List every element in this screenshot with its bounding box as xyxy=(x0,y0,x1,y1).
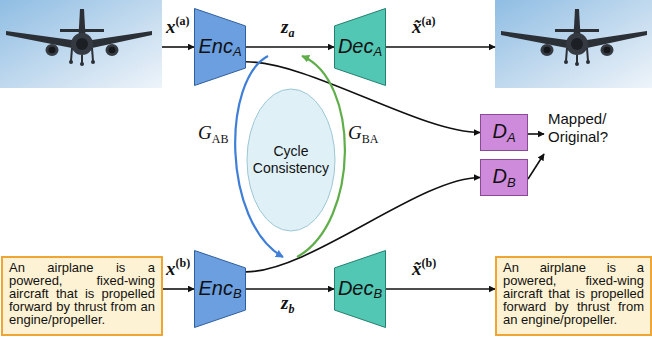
output-arrow xyxy=(386,46,495,48)
superscript: (b) xyxy=(176,256,191,270)
math-symbol: x̃ xyxy=(412,16,422,37)
subscript: a xyxy=(288,26,294,40)
node-text: D xyxy=(492,165,506,187)
connector-arrow xyxy=(246,288,334,290)
node-text: Enc xyxy=(198,277,232,299)
node-text: Cycle Consistency xyxy=(253,143,329,176)
output-label: Mapped/ Original? xyxy=(548,110,638,146)
superscript: (b) xyxy=(422,256,437,270)
text-group: Cycle Consistency xyxy=(248,143,334,177)
math-symbol: G xyxy=(198,122,212,143)
math-symbol: z xyxy=(281,16,288,37)
node-text: D xyxy=(492,120,506,142)
math-label: Mapped/ Original? xyxy=(548,110,638,146)
discriminator-output xyxy=(528,154,544,179)
superscript: (a) xyxy=(422,14,436,28)
discriminator-box: DA xyxy=(480,114,528,151)
discriminator-box: DB xyxy=(480,159,528,196)
encoder-trapezoid: EncB xyxy=(194,250,246,328)
input-arrow xyxy=(162,46,194,48)
discriminator-output xyxy=(528,133,544,135)
text-group: DecB xyxy=(338,277,382,302)
text-group: DA xyxy=(492,120,515,145)
text-box: An airplane is a powered, fixed-wing air… xyxy=(1,256,163,336)
subscript: AB xyxy=(212,132,229,146)
math-symbol: G xyxy=(348,122,362,143)
math-symbol: z xyxy=(281,292,288,313)
math-label: x̃(b) xyxy=(412,256,436,280)
text-group: EncA xyxy=(198,35,241,60)
text-group: EncB xyxy=(198,277,241,302)
node-text: Enc xyxy=(198,35,232,57)
math-label: x(b) xyxy=(166,256,190,280)
text-group: DecA xyxy=(338,35,382,60)
subscript: BA xyxy=(362,132,379,146)
math-label: GBA xyxy=(348,122,378,147)
connector-arrow xyxy=(163,288,194,290)
decoder-trapezoid: DecA xyxy=(334,8,386,86)
node-text: Dec xyxy=(338,277,374,299)
text-group: An airplane is a powered, fixed-wing air… xyxy=(9,262,155,327)
math-label: za xyxy=(281,16,294,41)
math-label: zb xyxy=(281,292,294,317)
math-label: x̃(a) xyxy=(412,14,436,38)
node-text: An airplane is a powered, fixed-wing air… xyxy=(9,260,155,327)
math-symbol: x xyxy=(166,258,176,279)
math-label: x(a) xyxy=(166,14,190,38)
node-text: An airplane is a powered, fixed-wing air… xyxy=(503,260,644,327)
subscript: A xyxy=(507,130,516,145)
text-group: DB xyxy=(492,165,515,190)
math-symbol: x xyxy=(166,16,176,37)
math-symbol: x̃ xyxy=(412,258,422,279)
subscript: b xyxy=(288,302,294,316)
decoder-trapezoid: DecB xyxy=(334,250,386,328)
airplane-image xyxy=(495,0,652,88)
connector-arrow xyxy=(386,288,495,290)
superscript: (a) xyxy=(176,14,190,28)
cycle-ellipse: Cycle Consistency xyxy=(246,88,336,232)
text-group: An airplane is a powered, fixed-wing air… xyxy=(503,262,644,327)
node-text: Dec xyxy=(338,35,374,57)
airplane-image xyxy=(0,0,162,88)
subscript: A xyxy=(373,44,382,59)
text-box: An airplane is a powered, fixed-wing air… xyxy=(495,256,652,336)
subscript: B xyxy=(507,175,516,190)
subscript: A xyxy=(233,44,242,59)
encoder-trapezoid: EncA xyxy=(194,8,246,86)
subscript: B xyxy=(233,286,242,301)
connector-arrow xyxy=(246,46,334,48)
subscript: B xyxy=(373,286,382,301)
math-label: GAB xyxy=(198,122,228,147)
